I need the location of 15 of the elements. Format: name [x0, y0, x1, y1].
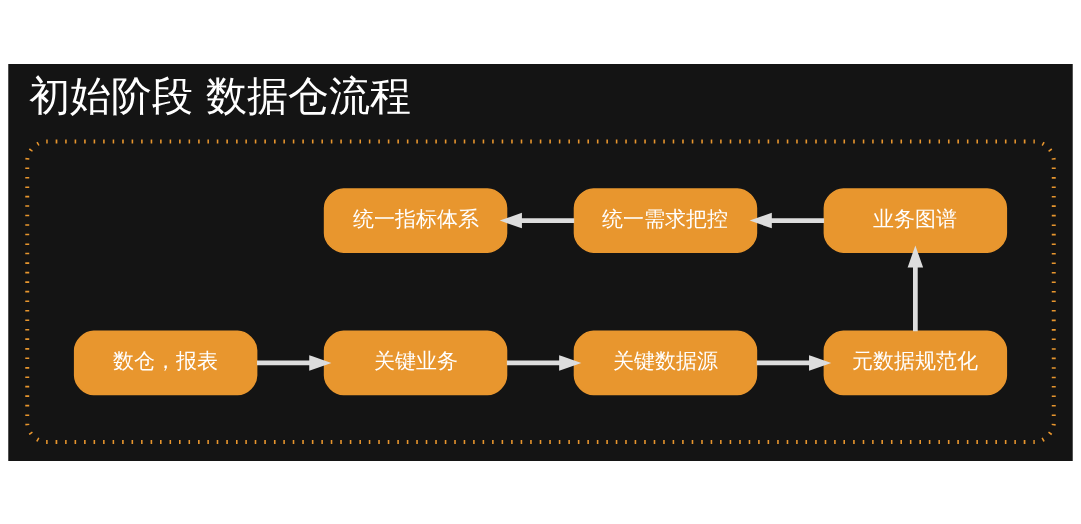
arrow	[756, 354, 832, 371]
cluster	[25, 139, 1056, 444]
arrow	[749, 212, 825, 228]
diagram-title: 初始阶段 数据仓流程	[29, 71, 412, 120]
node-box: 关键业务	[323, 330, 508, 395]
node-box: 数仓，报表	[73, 330, 258, 395]
node-box: 统一需求把控	[573, 187, 758, 253]
arrow	[499, 212, 575, 228]
arrow	[257, 354, 332, 371]
arrow	[907, 244, 924, 331]
node-box: 元数据规范化	[823, 330, 1008, 395]
node-box: 关键数据源	[573, 330, 758, 395]
node-box: 业务图谱	[823, 187, 1008, 253]
arrow	[506, 354, 582, 371]
node-box: 统一指标体系	[323, 187, 508, 253]
